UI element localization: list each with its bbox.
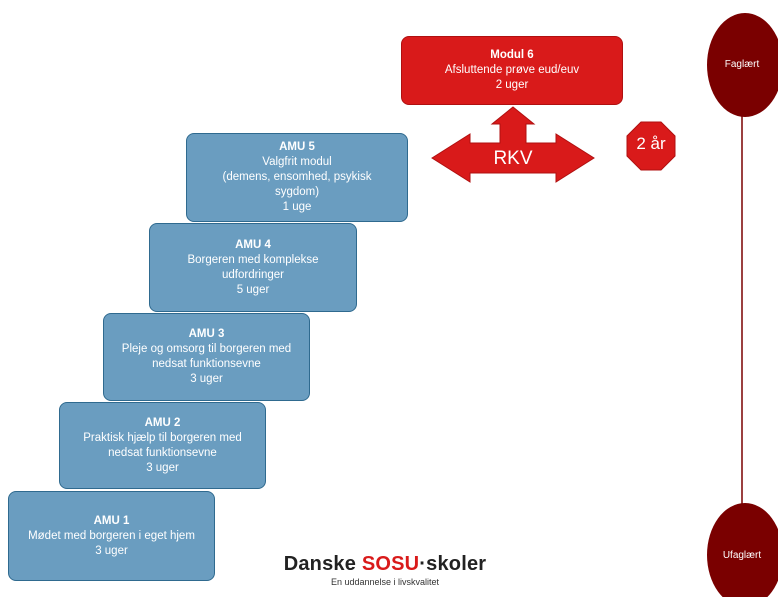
amu2-line: nedsat funktionsevne	[108, 446, 217, 459]
amu3-line: nedsat funktionsevne	[152, 358, 261, 370]
logo-brand: Danske SOSU·skoler	[280, 553, 490, 576]
duration-badge: 2 år	[636, 134, 666, 153]
amu4-line: Borgeren med komplekse	[187, 253, 319, 266]
faglaert-circle	[707, 13, 778, 117]
rkv-arrow	[431, 106, 595, 183]
amu3-box: AMU 3 Pleje og omsorg til borgeren med n…	[103, 313, 310, 401]
amu5-line: 1 uge	[282, 201, 312, 213]
amu2-line: Praktisk hjælp til borgeren med	[83, 431, 242, 444]
amu5-line: (demens, ensomhed, psykisk	[222, 171, 372, 183]
amu1-box: AMU 1 Mødet med borgeren i eget hjem 3 u…	[8, 491, 215, 581]
ufaglaert-label: Ufaglært	[722, 550, 762, 561]
logo: Danske SOSU·skoler En uddannelse i livsk…	[280, 553, 490, 587]
amu4-line: udfordringer	[221, 268, 284, 281]
amu5-line: sygdom)	[274, 186, 320, 198]
amu5-title: AMU 5	[279, 141, 315, 153]
modul6-box: Modul 6 Afsluttende prøve eud/euv 2 uger	[401, 36, 623, 105]
amu1-line: Mødet med borgeren i eget hjem	[28, 529, 195, 542]
amu3-line: Pleje og omsorg til borgeren med	[121, 343, 292, 355]
amu3-title: AMU 3	[188, 328, 225, 340]
duration-octagon	[626, 121, 676, 171]
amu4-title: AMU 4	[235, 238, 271, 251]
amu5-line: Valgfrit modul	[262, 156, 332, 168]
logo-sosu: SOSU	[361, 553, 420, 575]
ufaglaert-circle	[707, 503, 778, 597]
logo-part3: ·skoler	[419, 553, 487, 575]
amu2-title: AMU 2	[144, 416, 181, 429]
modul6-title: Modul 6	[490, 49, 534, 61]
logo-part1: Danske	[283, 553, 362, 575]
amu3-line: 3 uger	[190, 373, 223, 385]
amu1-title: AMU 1	[93, 514, 130, 527]
rkv-label: RKV	[493, 148, 533, 169]
amu1-line: 3 uger	[95, 544, 128, 557]
amu5-box: AMU 5 Valgfrit modul (demens, ensomhed, …	[186, 133, 408, 222]
amu2-line: 3 uger	[146, 461, 179, 474]
amu4-line: 5 uger	[236, 283, 270, 296]
faglaert-label: Faglært	[724, 59, 760, 70]
modul6-line: Afsluttende prøve eud/euv	[444, 64, 580, 76]
modul6-line: 2 uger	[495, 79, 529, 91]
amu4-box: AMU 4 Borgeren med komplekse udfordringe…	[149, 223, 357, 312]
logo-tagline: En uddannelse i livskvalitet	[330, 577, 440, 587]
amu2-box: AMU 2 Praktisk hjælp til borgeren med ne…	[59, 402, 266, 489]
